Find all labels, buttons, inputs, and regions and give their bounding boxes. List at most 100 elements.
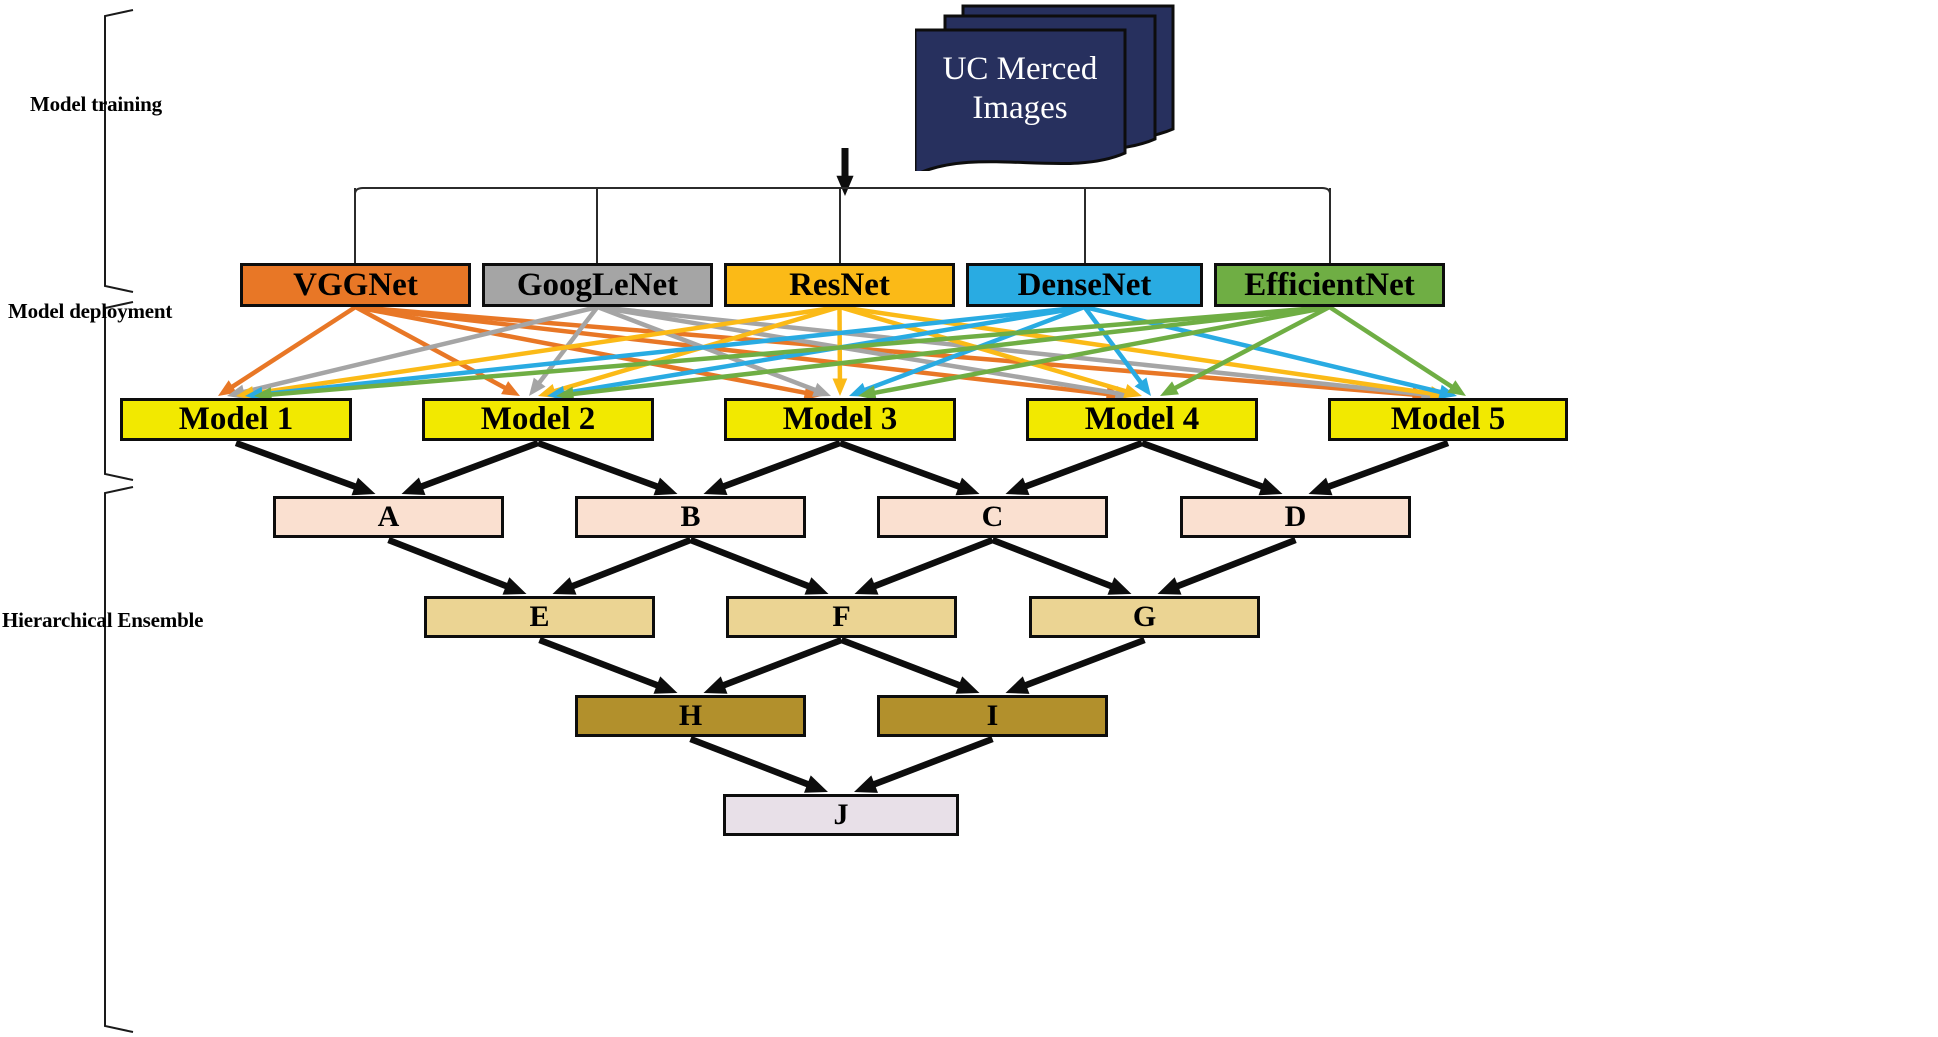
model-node-label: Model 2	[480, 401, 596, 437]
connector-line	[550, 304, 841, 395]
arrow-head	[1160, 381, 1179, 396]
connector-line	[1082, 305, 1145, 387]
connector-line	[355, 304, 809, 396]
connector-line	[560, 304, 1085, 396]
arrow-head	[1438, 384, 1457, 400]
connector-line	[838, 439, 965, 492]
source-label-line1: UC Merced	[942, 51, 1098, 87]
network-node-resnet[interactable]: ResNet	[724, 263, 955, 307]
arrow-head	[1134, 377, 1151, 396]
connector-line	[840, 636, 965, 690]
connector-line	[567, 536, 692, 591]
ensemble-node-label: A	[377, 500, 400, 533]
connector-line	[538, 636, 663, 690]
connector-line	[689, 536, 814, 591]
connector-line	[1171, 305, 1331, 392]
connector-line	[536, 439, 663, 492]
connector-line	[1020, 439, 1144, 491]
arrow-head	[955, 676, 980, 694]
arrow-head	[1258, 477, 1283, 496]
ensemble-node-label: C	[981, 500, 1004, 533]
connector-line	[718, 636, 843, 690]
arrow-head	[401, 477, 426, 496]
arrow-head	[538, 383, 557, 399]
ensemble-node-h[interactable]: H	[575, 695, 806, 737]
source-label-line2: Images	[972, 89, 1068, 126]
arrow-head	[653, 477, 678, 496]
connector-line	[597, 304, 1120, 396]
network-node-label: GoogLeNet	[516, 266, 679, 303]
network-node-vggnet[interactable]: VGGNet	[240, 263, 471, 307]
ensemble-node-label: B	[680, 500, 701, 533]
ensemble-node-label: E	[529, 600, 550, 633]
model-node-label: Model 5	[1390, 401, 1506, 437]
network-node-efficientnet[interactable]: EfficientNet	[1214, 263, 1445, 307]
arrow-head	[854, 577, 879, 595]
connector-line	[535, 305, 600, 387]
arrow-head	[812, 382, 831, 397]
arrow-head	[653, 676, 678, 694]
ensemble-node-c[interactable]: C	[877, 496, 1108, 538]
arrow-head	[529, 377, 546, 396]
connector-line	[861, 304, 1086, 394]
connector-line	[1172, 536, 1297, 591]
network-node-label: EfficientNet	[1244, 266, 1415, 303]
model-node-label: Model 3	[782, 401, 898, 437]
arrow-head	[351, 477, 376, 496]
connector-line	[1323, 439, 1450, 492]
arrow-head	[804, 775, 828, 793]
ensemble-node-f[interactable]: F	[726, 596, 957, 638]
connector-line	[1140, 439, 1268, 492]
ensemble-node-label: J	[833, 798, 849, 831]
arrow-head	[849, 382, 868, 397]
ensemble-node-label: D	[1284, 500, 1307, 533]
network-node-googlenet[interactable]: GoogLeNet	[482, 263, 713, 307]
ensemble-node-i[interactable]: I	[877, 695, 1108, 737]
connector-line	[596, 304, 820, 394]
arrow-head	[1005, 676, 1030, 694]
model-node-3[interactable]: Model 3	[724, 398, 956, 441]
connector-line	[267, 304, 1330, 398]
connector-line	[355, 304, 1111, 397]
arrow-head	[1123, 383, 1142, 399]
model-node-label: Model 1	[178, 401, 294, 437]
model-node-2[interactable]: Model 2	[422, 398, 654, 441]
connector-line	[869, 536, 994, 591]
connector-line	[416, 439, 540, 491]
connector-line	[1020, 636, 1146, 690]
connector-line	[689, 735, 814, 789]
arrow-head	[1447, 380, 1466, 396]
ensemble-node-g[interactable]: G	[1029, 596, 1260, 638]
arrow-head	[955, 477, 980, 496]
ensemble-node-label: G	[1132, 600, 1157, 633]
network-node-densenet[interactable]: DenseNet	[966, 263, 1203, 307]
model-node-5[interactable]: Model 5	[1328, 398, 1568, 441]
arrow-head	[1005, 477, 1030, 496]
connector-line	[569, 304, 1330, 397]
model-node-4[interactable]: Model 4	[1026, 398, 1258, 441]
arrow-head	[703, 676, 728, 694]
connector-line	[239, 304, 599, 395]
phase-bracket-2	[104, 301, 134, 481]
connector-line	[228, 305, 357, 391]
connector-line	[839, 304, 1435, 397]
connector-line	[1083, 304, 1445, 396]
network-node-label: DenseNet	[1017, 266, 1152, 303]
arrow-head	[227, 384, 246, 400]
arrow-head	[703, 477, 728, 496]
arrow-head	[1308, 477, 1333, 496]
ensemble-node-label: H	[678, 699, 703, 732]
ensemble-node-a[interactable]: A	[273, 496, 504, 538]
arrow-head	[836, 175, 854, 196]
ensemble-node-j[interactable]: J	[723, 794, 959, 836]
ensemble-node-d[interactable]: D	[1180, 496, 1411, 538]
network-to-model-edges	[218, 304, 1466, 402]
arrow-head	[552, 577, 577, 595]
connector-line	[355, 304, 1417, 398]
ensemble-node-b[interactable]: B	[575, 496, 806, 538]
model-node-1[interactable]: Model 1	[120, 398, 352, 441]
ensemble-node-e[interactable]: E	[424, 596, 655, 638]
